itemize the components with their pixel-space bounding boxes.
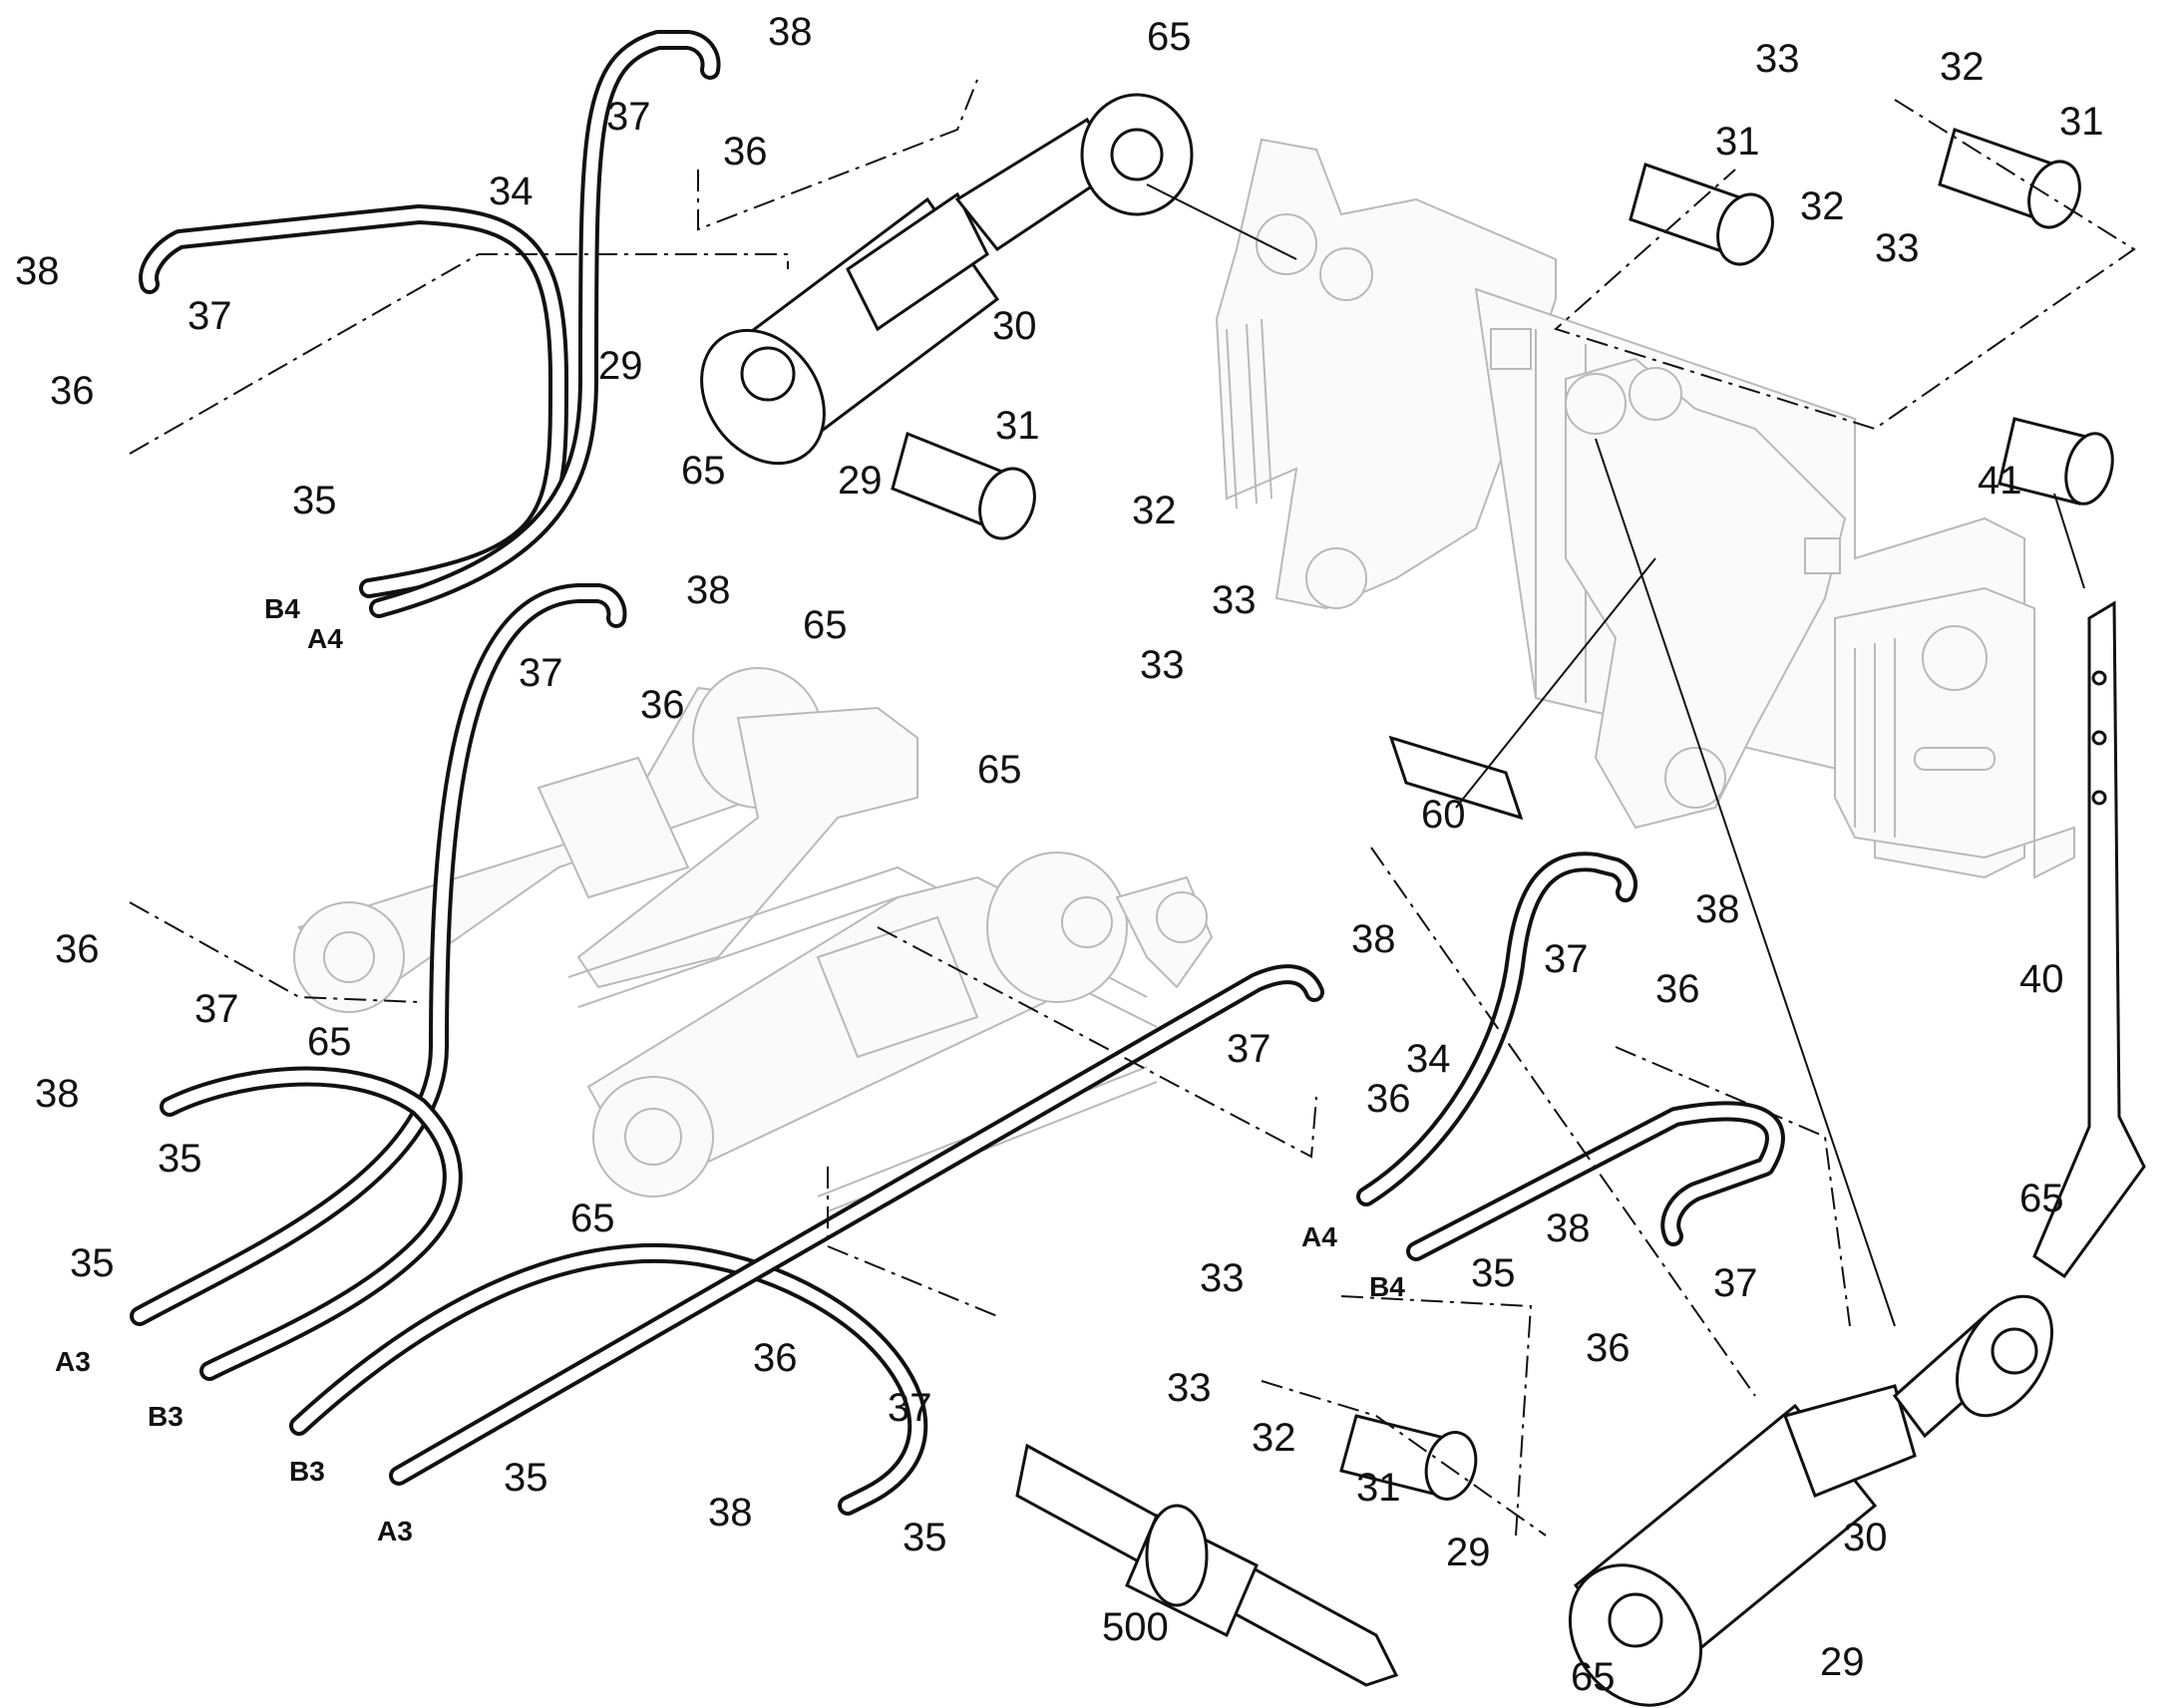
callout-36-mid: 36	[640, 683, 685, 727]
callout-29-top2: 29	[838, 459, 883, 503]
hydraulic-cylinder-top	[700, 93, 1194, 466]
callout-33-b2: 33	[1167, 1366, 1212, 1410]
callout-35-l: 35	[158, 1137, 202, 1181]
callout-38-r2: 38	[1546, 1206, 1591, 1250]
pin-part-41	[1998, 417, 2114, 506]
callout-32-mid: 32	[1132, 489, 1177, 532]
callout-37-r2: 37	[1713, 1261, 1758, 1305]
callout-37-top: 37	[606, 95, 651, 139]
callout-29-b1: 29	[1446, 1531, 1491, 1574]
callout-65-top2: 65	[681, 449, 726, 493]
callout-65-mid2: 65	[977, 748, 1022, 792]
port-b3-center: B3	[289, 1456, 325, 1487]
callout-65-c: 65	[570, 1196, 615, 1240]
ghosted-frame-assembly	[293, 138, 2075, 1212]
port-b4-right: B4	[1369, 1271, 1405, 1302]
port-a3-center: A3	[377, 1516, 413, 1546]
center-lines	[129, 79, 2136, 1537]
callout-36-l: 36	[55, 927, 100, 971]
callout-35-tl: 35	[292, 479, 337, 522]
callout-60: 60	[1421, 793, 1466, 837]
callout-32-tr2: 32	[1800, 184, 1845, 228]
callout-38-l: 38	[35, 1072, 80, 1116]
callout-31-tr1: 31	[2059, 100, 2104, 144]
callout-labels: 65 38 37 36 34 33 32 31 31 32 33 38 37 3…	[15, 10, 2104, 1699]
callout-36-top: 36	[723, 130, 768, 173]
callout-65-r: 65	[2019, 1177, 2064, 1220]
tool-assembly-part-500	[1015, 1443, 1399, 1687]
port-a4-top: A4	[307, 623, 343, 654]
hydraulic-cylinder-bottom	[1568, 1294, 2053, 1707]
callout-38-bc: 38	[708, 1491, 753, 1535]
port-a4-right: A4	[1301, 1221, 1337, 1252]
callout-38-c: 38	[1351, 917, 1396, 961]
callout-40: 40	[2019, 957, 2064, 1001]
callout-500: 500	[1102, 1605, 1169, 1649]
callout-30-top: 30	[992, 304, 1037, 348]
port-a3-left: A3	[55, 1346, 91, 1377]
callout-29-b2: 29	[1820, 1640, 1865, 1684]
callout-35-bc2: 35	[903, 1516, 947, 1559]
callout-37-l: 37	[194, 987, 239, 1031]
callout-35-bc: 35	[504, 1456, 548, 1500]
callout-36-bc: 36	[753, 1336, 798, 1380]
callout-31-mid: 31	[995, 404, 1040, 448]
callout-32-tr1: 32	[1940, 45, 1985, 89]
port-b4-top: B4	[264, 593, 300, 624]
callout-38-tl: 38	[15, 249, 60, 293]
pin-part-31-d	[1339, 1414, 1478, 1501]
callout-36-tl: 36	[50, 369, 95, 413]
callout-65-top: 65	[1147, 15, 1192, 59]
callout-37-mid: 37	[519, 651, 563, 695]
callout-34-r: 34	[1406, 1037, 1451, 1081]
port-labels: B4 A4 A3 B3 B3 A3 A4 B4	[55, 593, 1405, 1546]
callout-33-mid2: 33	[1140, 643, 1185, 687]
callout-33-tr2: 33	[1875, 226, 1920, 270]
strap-part-40	[2032, 600, 2146, 1279]
callout-33-tr1: 33	[1755, 37, 1800, 81]
callout-38-top: 38	[768, 10, 813, 54]
pin-part-31-b	[1629, 163, 1774, 266]
callout-37-bc: 37	[888, 1386, 932, 1430]
callout-38-r: 38	[1695, 887, 1740, 931]
callout-31-tr2: 31	[1715, 120, 1760, 164]
callout-65-l: 65	[307, 1020, 352, 1064]
callout-37-r: 37	[1544, 937, 1589, 981]
callout-31-b: 31	[1356, 1466, 1401, 1510]
callout-36-r2: 36	[1586, 1326, 1631, 1370]
callout-65-mid: 65	[803, 603, 848, 647]
callout-32-b: 32	[1252, 1416, 1296, 1460]
callout-38-mid: 38	[686, 568, 731, 612]
leader-lines	[1146, 183, 2085, 1327]
callout-33-b1: 33	[1200, 1256, 1245, 1300]
callout-33-mid1: 33	[1212, 578, 1257, 622]
callout-30-b: 30	[1843, 1516, 1888, 1559]
pin-part-31-a	[891, 431, 1036, 540]
callout-36-r: 36	[1655, 967, 1700, 1011]
port-b3-left: B3	[148, 1401, 183, 1432]
callout-35-ll: 35	[70, 1241, 115, 1285]
callout-35-r: 35	[1471, 1251, 1516, 1295]
callout-34-top: 34	[489, 170, 534, 213]
callout-65-b: 65	[1571, 1655, 1616, 1699]
pin-part-31-c	[1938, 128, 2081, 229]
callout-37-c: 37	[1227, 1027, 1272, 1071]
name-plate-part-60	[1388, 735, 1524, 821]
callout-41: 41	[1978, 459, 2022, 503]
callout-37-tl: 37	[187, 294, 232, 338]
callout-29-top1: 29	[598, 344, 643, 388]
callout-36-c: 36	[1366, 1077, 1411, 1121]
hoses	[130, 30, 1785, 1516]
